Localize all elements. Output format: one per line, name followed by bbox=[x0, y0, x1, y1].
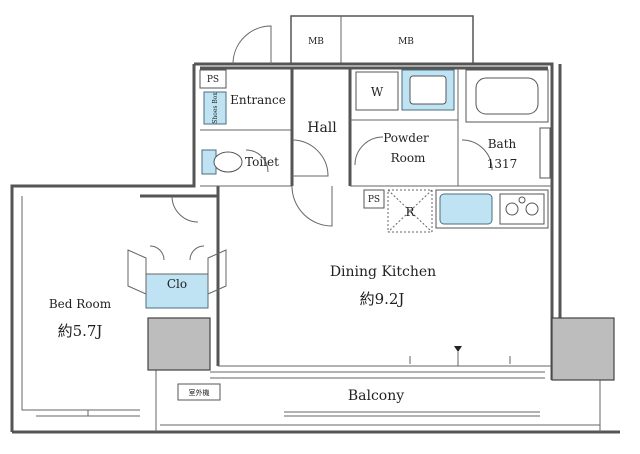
toilet-door-swing bbox=[245, 149, 269, 173]
closet-box bbox=[145, 273, 209, 309]
toilet-label: Toilet bbox=[245, 155, 279, 169]
ps-top-label: PS bbox=[207, 75, 219, 85]
front-door-swing bbox=[232, 25, 272, 65]
wall-left-upper bbox=[10, 64, 196, 432]
outdoor-unit bbox=[177, 383, 221, 401]
mb-left-label: MB bbox=[308, 37, 324, 47]
column-left bbox=[147, 317, 211, 371]
bedroom-door-swing bbox=[171, 195, 199, 223]
shoes-box-label: Shoes Box bbox=[212, 92, 219, 124]
refrigerator-space bbox=[387, 189, 433, 233]
burner-right-icon bbox=[525, 202, 539, 216]
balcony-label: Balcony bbox=[348, 388, 404, 404]
bath-counter bbox=[539, 127, 551, 179]
toilet-bowl bbox=[213, 151, 243, 173]
vanity-sink bbox=[409, 75, 447, 105]
doors bbox=[171, 25, 493, 227]
wall-right bbox=[194, 62, 554, 380]
ps-top-box bbox=[199, 69, 227, 89]
washer-space bbox=[355, 71, 399, 111]
entrance-label: Entrance bbox=[230, 93, 286, 107]
washer-label: W bbox=[371, 85, 384, 99]
interior-walls bbox=[140, 68, 552, 367]
burner-back-icon bbox=[518, 196, 526, 204]
refrigerator-label: R bbox=[405, 205, 415, 219]
dining-label-2: 約9.2J bbox=[360, 290, 405, 308]
hall-door-swing bbox=[291, 139, 329, 177]
kitchen-sink bbox=[439, 193, 493, 225]
entry-marker-icon bbox=[454, 346, 462, 352]
dining-door-swing bbox=[291, 185, 333, 227]
mb-right-label: MB bbox=[398, 37, 414, 47]
shoes-box-label-wrap: Shoes Box bbox=[212, 92, 219, 124]
powder-door-swing bbox=[354, 136, 384, 166]
mb-block bbox=[290, 15, 474, 65]
closet-swing-right bbox=[189, 245, 205, 261]
bath-door-swing bbox=[461, 139, 493, 171]
powder-label-2: Room bbox=[391, 151, 426, 165]
closet-label: Clo bbox=[167, 277, 187, 291]
closet-swing-left bbox=[149, 245, 165, 261]
bedroom-label-2: 約5.7J bbox=[58, 322, 103, 340]
closet-door-right bbox=[207, 249, 227, 295]
burner-left-icon bbox=[505, 202, 519, 216]
dining-label-1: Dining Kitchen bbox=[330, 264, 436, 280]
ps-mid-label: PS bbox=[368, 195, 380, 205]
column-right bbox=[551, 317, 615, 381]
bedroom-label-1: Bed Room bbox=[49, 297, 112, 311]
bath-label-2: 1317 bbox=[487, 157, 518, 171]
hall-label: Hall bbox=[307, 120, 337, 136]
closet-door-left bbox=[127, 249, 147, 295]
shoes-box bbox=[203, 91, 227, 125]
powder-label-1: Powder bbox=[383, 131, 429, 145]
bathtub-inner bbox=[475, 77, 539, 115]
ps-mid-box bbox=[363, 189, 385, 209]
outer-walls bbox=[10, 15, 620, 434]
outdoor-unit-label: 室外機 bbox=[189, 388, 210, 397]
bath-label-1: Bath bbox=[488, 137, 517, 151]
